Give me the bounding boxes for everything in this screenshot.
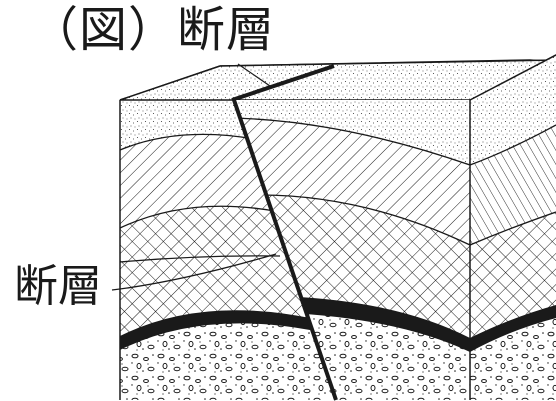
black-band-left (120, 310, 310, 350)
gravel-layer-left (120, 316, 334, 400)
figure-title: （図）断層 (30, 2, 276, 58)
side-face (470, 55, 556, 400)
fault-label-leader (111, 253, 277, 291)
fault-trace-top (231, 64, 335, 102)
fault-plane-line (232, 99, 338, 401)
fault-label: 断層 (14, 261, 102, 312)
